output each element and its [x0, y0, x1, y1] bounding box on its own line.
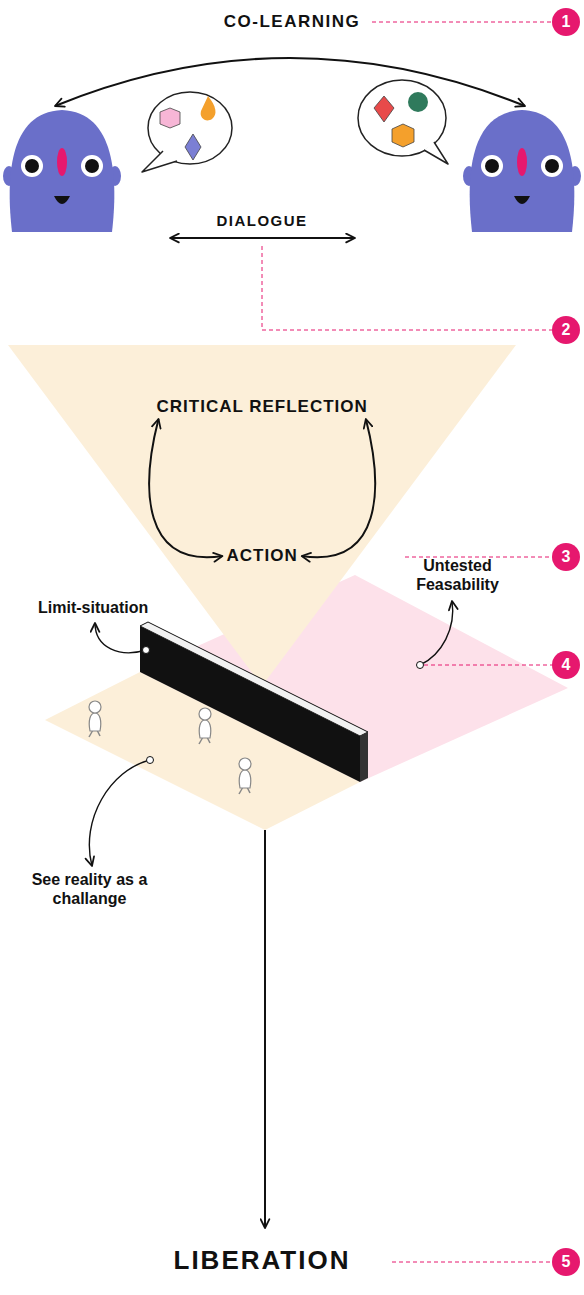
figure-head: [239, 758, 251, 770]
concept-node: CRITICAL REFLECTION: [153, 395, 372, 419]
text-label: DIALOGUE: [182, 212, 342, 230]
head-shape: [10, 110, 115, 232]
head-pupil: [485, 159, 499, 173]
callout-number: 2: [552, 316, 580, 344]
diamond-shape: [185, 134, 201, 160]
liberation-arrow: [264, 830, 266, 1228]
callout-line: [424, 665, 552, 666]
reflection-triangle: [8, 345, 516, 686]
cube-shape: [392, 124, 414, 147]
head-mouth: [514, 196, 530, 204]
leader-line: [89, 760, 150, 866]
drop-shape: [201, 96, 216, 120]
node-text: CRITICAL REFLECTION: [157, 397, 368, 417]
concept-node: ACTION: [223, 544, 302, 568]
callout-line: [262, 246, 552, 330]
callout-number: 3: [552, 543, 580, 571]
dialogue-arrow: [170, 237, 355, 239]
person-head: [3, 110, 121, 232]
bubble-tail: [424, 142, 448, 164]
leader-line: [420, 601, 453, 665]
text-label: Limit-situation: [38, 598, 213, 617]
head-nose: [57, 148, 67, 176]
node-text: ACTION: [227, 546, 298, 566]
text-label: CO-LEARNING: [182, 12, 402, 32]
bubble-tail: [142, 151, 177, 172]
head-pupil: [545, 159, 559, 173]
walking-figure: [199, 708, 211, 744]
cycle-arrow: [149, 419, 222, 557]
leader-line: [95, 623, 146, 653]
walking-figure: [89, 701, 101, 737]
limit-wall: [140, 626, 360, 782]
head-shape: [470, 110, 575, 232]
leader-dot: [147, 757, 154, 764]
person-head: [463, 110, 581, 232]
head-eye: [21, 155, 43, 177]
head-eye: [481, 155, 503, 177]
figure-body: [199, 720, 211, 738]
callout-line: [372, 22, 552, 23]
leader-dot: [143, 647, 150, 654]
speech-bubble: [358, 80, 448, 164]
walking-figure: [239, 758, 251, 794]
text-label: LIBERATION: [132, 1245, 392, 1276]
callout-number: 4: [552, 651, 580, 679]
callout-number: 5: [552, 1248, 580, 1276]
leader-dot: [417, 662, 424, 669]
callout-line: [392, 1262, 552, 1263]
head-pupil: [85, 159, 99, 173]
figure-head: [89, 701, 101, 713]
cycle-arrow: [302, 419, 375, 557]
circle-shape: [408, 92, 428, 112]
text-label: Untested Feasability: [400, 556, 515, 594]
limit-wall-top: [140, 622, 368, 736]
figure-body: [239, 770, 251, 788]
cube-shape: [160, 108, 180, 128]
head-eye: [81, 155, 103, 177]
figure-body: [89, 713, 101, 731]
text-label: See reality as a challange: [12, 870, 167, 908]
limit-wall-end: [360, 732, 368, 782]
figure-head: [199, 708, 211, 720]
head-nose: [517, 148, 527, 176]
speech-bubble: [142, 92, 232, 172]
head-mouth: [54, 196, 70, 204]
head-eye: [541, 155, 563, 177]
callout-number: 1: [552, 8, 580, 36]
head-pupil: [25, 159, 39, 173]
exchange-arrow: [55, 58, 525, 106]
diamond-shape: [374, 96, 394, 122]
